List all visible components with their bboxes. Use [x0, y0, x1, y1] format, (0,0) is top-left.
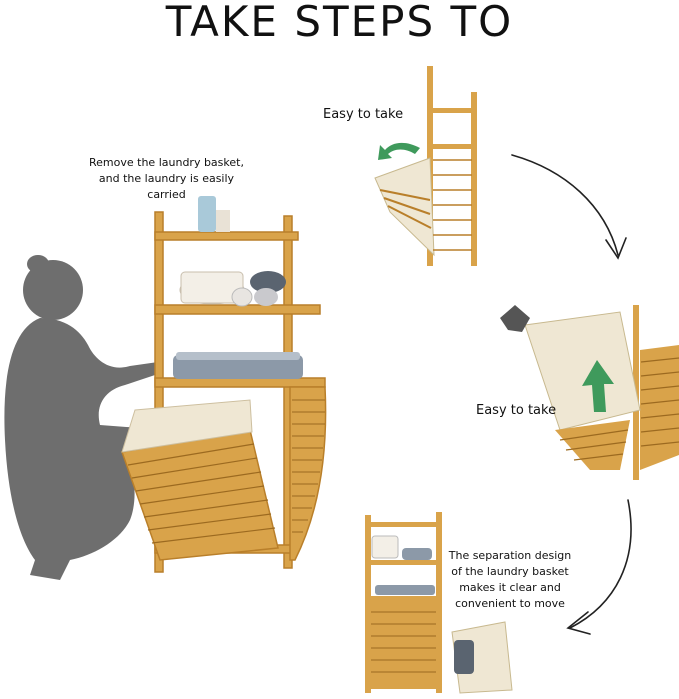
- separation-caption-line3: makes it clear and: [459, 581, 561, 594]
- shelf-items: [173, 196, 303, 379]
- separation-caption-line1: The separation design: [448, 549, 572, 562]
- curved-arrow-icon-2: [569, 499, 632, 629]
- back-arrow-icon: [378, 142, 420, 160]
- separation-caption: The separation design of the laundry bas…: [445, 548, 575, 612]
- easy-take-label-2: Easy to take: [476, 403, 557, 418]
- page-title: TAKE STEPS TO: [165, 0, 514, 46]
- curved-arrow-icon-1: [511, 154, 619, 256]
- separation-caption-line2: of the laundry basket: [451, 565, 569, 578]
- hand-icon: [500, 305, 530, 332]
- side-slats: [292, 399, 325, 533]
- easy-take-label-1: Easy to take: [323, 107, 404, 122]
- remove-caption: Remove the laundry basket, and the laund…: [84, 155, 249, 203]
- person-silhouette: [4, 255, 175, 580]
- remove-caption-line2: and the laundry is easily carried: [98, 172, 235, 201]
- separation-caption-line4: convenient to move: [455, 597, 565, 610]
- remove-caption-line1: Remove the laundry basket,: [89, 156, 244, 169]
- up-arrow-icon: [582, 360, 614, 412]
- tilted-basket-door: [120, 399, 279, 561]
